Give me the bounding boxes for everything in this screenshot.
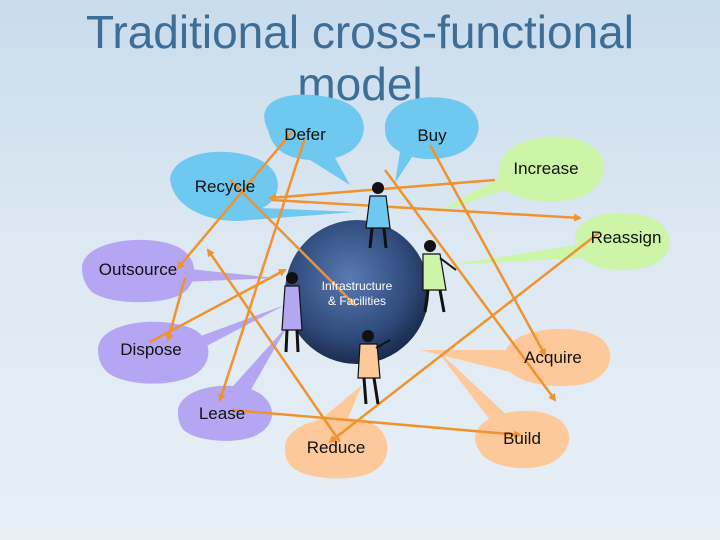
arrow-6 bbox=[328, 231, 601, 444]
label-buy: Buy bbox=[417, 126, 447, 145]
arrow-7 bbox=[206, 248, 342, 443]
bubble-recycle bbox=[170, 151, 355, 221]
arrow-2 bbox=[229, 179, 357, 307]
label-acquire: Acquire bbox=[524, 348, 582, 367]
bubble-reassign bbox=[450, 212, 670, 271]
label-lease: Lease bbox=[199, 404, 245, 423]
person-green-icon bbox=[422, 240, 457, 313]
label-reassign: Reassign bbox=[591, 228, 662, 247]
arrow-4 bbox=[271, 198, 582, 222]
arrow-3 bbox=[176, 131, 293, 270]
label-reduce: Reduce bbox=[307, 438, 366, 457]
bubble-buy bbox=[385, 97, 479, 183]
label-increase: Increase bbox=[513, 159, 578, 178]
arrow-8 bbox=[231, 408, 522, 439]
bubble-defer bbox=[264, 94, 364, 185]
bubble-acquire bbox=[420, 328, 611, 387]
person-orange-icon bbox=[357, 330, 391, 405]
hub-label-line2: & Facilities bbox=[328, 294, 386, 308]
hub-label-line1: Infrastructure bbox=[322, 279, 393, 293]
slide-title: Traditional cross-functional model bbox=[86, 6, 634, 110]
arrow-9 bbox=[149, 268, 287, 344]
label-dispose: Dispose bbox=[120, 340, 181, 359]
arrow-10 bbox=[218, 137, 307, 402]
label-defer: Defer bbox=[284, 125, 326, 144]
bubble-build bbox=[435, 348, 570, 469]
arrow-12 bbox=[428, 144, 547, 357]
person-blue-icon bbox=[365, 182, 391, 249]
bubble-outsource bbox=[82, 239, 275, 303]
bubble-reduce bbox=[285, 385, 388, 479]
bubble-dispose bbox=[98, 305, 285, 384]
person-purple-icon bbox=[281, 272, 303, 353]
label-build: Build bbox=[503, 429, 541, 448]
label-recycle: Recycle bbox=[195, 177, 255, 196]
hub-circle bbox=[285, 220, 429, 364]
bubble-increase bbox=[430, 136, 605, 215]
arrow-11 bbox=[165, 277, 187, 342]
label-outsource: Outsource bbox=[99, 260, 177, 279]
